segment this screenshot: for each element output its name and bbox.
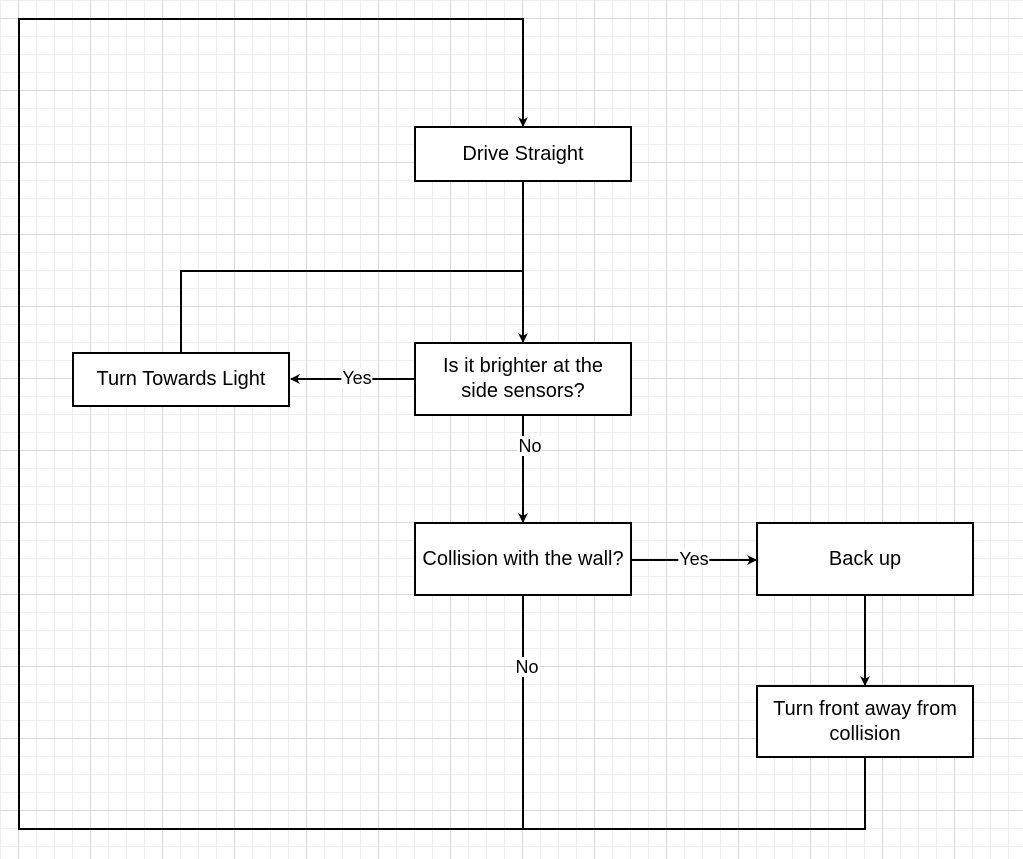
turn-away-return-connector <box>523 758 866 830</box>
collision-wall-decision-node: Collision with the wall? <box>414 522 632 596</box>
turn-front-away-label: Turn front away from collision <box>773 697 957 745</box>
drive-straight-label: Drive Straight <box>462 142 584 165</box>
collision-wall-label: Collision with the wall? <box>422 547 624 570</box>
drive-straight-node: Drive Straight <box>414 126 632 182</box>
back-up-node: Back up <box>756 522 974 596</box>
turn-towards-light-node: Turn Towards Light <box>72 352 290 407</box>
turn-towards-light-label: Turn Towards Light <box>96 368 266 390</box>
brighter-yes-label: Yes <box>341 368 373 388</box>
loop-back-connector <box>18 18 528 830</box>
brighter-no-label: No <box>517 436 543 456</box>
brighter-side-label: Is it brighter at the side sensors? <box>442 355 604 402</box>
collision-no-label: No <box>514 657 540 677</box>
turn-light-return-connector <box>180 270 523 352</box>
back-up-label: Back up <box>828 547 902 570</box>
collision-yes-label: Yes <box>678 549 710 569</box>
brighter-side-decision-node: Is it brighter at the side sensors? <box>414 342 632 416</box>
turn-front-away-node: Turn front away from collision <box>756 685 974 758</box>
